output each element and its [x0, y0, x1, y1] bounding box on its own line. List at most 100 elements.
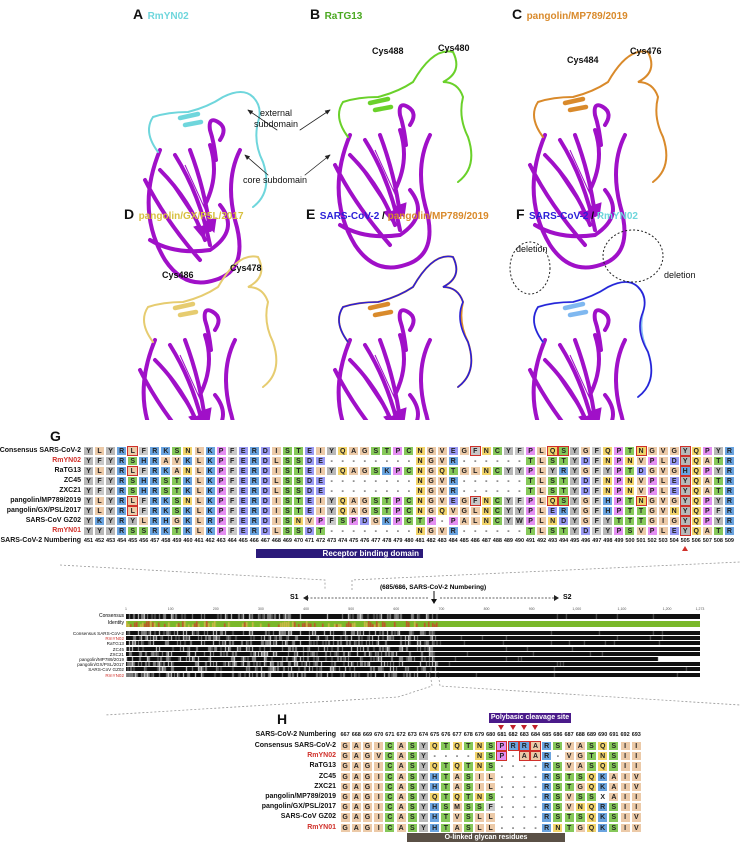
- residue-cell: -: [348, 486, 360, 496]
- residue-cell: L: [536, 506, 548, 516]
- residue-cell: F: [591, 476, 603, 486]
- residue-cell: -: [496, 781, 508, 792]
- residue-cell: R: [541, 792, 553, 803]
- residue-cell: F: [513, 446, 525, 456]
- position-number: 507: [702, 538, 712, 544]
- residue-cell: Q: [547, 446, 559, 456]
- residue-cell: R: [723, 476, 735, 486]
- residue-cell: -: [392, 456, 404, 466]
- residue-cell: S: [552, 771, 564, 782]
- residue-cell: Y: [105, 486, 117, 496]
- residue-cell: -: [518, 822, 530, 833]
- residue-cell: Q: [585, 781, 598, 792]
- residue-cell: L: [193, 476, 205, 486]
- residue-cell: -: [337, 526, 349, 536]
- position-number: 472: [315, 538, 326, 544]
- residue-cell: Y: [602, 466, 614, 476]
- residue-cell: H: [679, 466, 691, 476]
- position-number: 690: [598, 732, 608, 738]
- residue-cell: P: [613, 476, 625, 486]
- residue-cell: T: [447, 466, 459, 476]
- residue-cell: H: [160, 516, 172, 526]
- residue-cell: S: [485, 741, 497, 752]
- residue-cell: Y: [83, 516, 95, 526]
- residue-cell: G: [425, 496, 437, 506]
- residue-cell: Y: [502, 506, 514, 516]
- residue-cell: F: [138, 496, 150, 506]
- residue-cell: N: [574, 802, 586, 813]
- residue-cell: L: [473, 812, 486, 823]
- position-number: 484: [448, 538, 458, 544]
- residue-cell: I: [373, 771, 385, 782]
- residue-cell: A: [701, 526, 713, 536]
- residue-cell: K: [381, 516, 393, 526]
- residue-cell: R: [447, 476, 459, 486]
- residue-cell: F: [326, 516, 338, 526]
- deletion-label: deletion: [516, 244, 548, 254]
- position-number: 453: [106, 538, 116, 544]
- residue-cell: V: [630, 781, 642, 792]
- residue-cell: R: [149, 476, 161, 486]
- position-number: 452: [94, 538, 105, 544]
- residue-cell: -: [529, 802, 542, 813]
- residue-cell: R: [116, 446, 128, 456]
- position-number: 485: [459, 538, 469, 544]
- residue-cell: N: [414, 506, 426, 516]
- residue-cell: G: [171, 516, 183, 526]
- residue-cell: Q: [585, 812, 598, 823]
- residue-cell: N: [414, 446, 426, 456]
- residue-cell: V: [436, 456, 448, 466]
- residue-cell: L: [270, 486, 282, 496]
- residue-cell: -: [381, 526, 393, 536]
- residue-cell: Y: [83, 476, 95, 486]
- residue-cell: Q: [602, 446, 614, 456]
- residue-cell: L: [94, 506, 106, 516]
- core-subdomain-label: core subdomain: [242, 175, 308, 185]
- cys-label: Cys484: [567, 55, 599, 65]
- residue-cell: -: [529, 771, 542, 782]
- residue-cell: Y: [417, 771, 430, 782]
- residue-cell: G: [668, 516, 680, 526]
- residue-cell: -: [403, 526, 415, 536]
- residue-cell: -: [326, 486, 338, 496]
- residue-cell: -: [348, 526, 360, 536]
- residue-cell: S: [127, 526, 139, 536]
- residue-cell: G: [361, 771, 374, 782]
- residue-cell: A: [701, 486, 713, 496]
- residue-cell: T: [635, 506, 647, 516]
- residue-cell: P: [215, 506, 227, 516]
- residue-cell: T: [585, 751, 598, 762]
- panel-d-title: pangolin/GX/P5L/2017: [138, 211, 244, 222]
- residue-cell: F: [591, 496, 603, 506]
- residue-cell: G: [359, 496, 371, 506]
- residue-cell: S: [608, 802, 620, 813]
- residue-cell: F: [94, 486, 106, 496]
- residue-cell: Y: [569, 456, 581, 466]
- position-number: 487: [481, 538, 491, 544]
- residue-cell: P: [425, 516, 437, 526]
- loop-beta-strand: [562, 96, 589, 113]
- residue-cell: A: [171, 466, 183, 476]
- residue-cell: L: [485, 771, 497, 782]
- core-subdomain-ribbon: [333, 103, 432, 270]
- residue-cell: Q: [690, 486, 702, 496]
- position-number: 495: [570, 538, 580, 544]
- residue-cell: S: [462, 822, 474, 833]
- residue-cell: V: [635, 486, 647, 496]
- residue-cell: A: [701, 476, 713, 486]
- residue-cell: S: [406, 751, 418, 762]
- residue-cell: N: [547, 516, 559, 526]
- residue-cell: G: [425, 526, 437, 536]
- cleavage-marker: [520, 725, 527, 730]
- position-number: 671: [385, 732, 395, 738]
- external-subdomain-loop: [533, 50, 668, 183]
- residue-cell: F: [226, 466, 238, 476]
- residue-cell: A: [395, 761, 407, 772]
- residue-cell: I: [270, 496, 282, 506]
- residue-cell: S: [585, 792, 598, 803]
- residue-cell: -: [326, 476, 338, 486]
- residue-cell: K: [94, 516, 106, 526]
- residue-cell: G: [425, 506, 437, 516]
- key-position-marker: [681, 546, 688, 551]
- residue-cell: F: [226, 446, 238, 456]
